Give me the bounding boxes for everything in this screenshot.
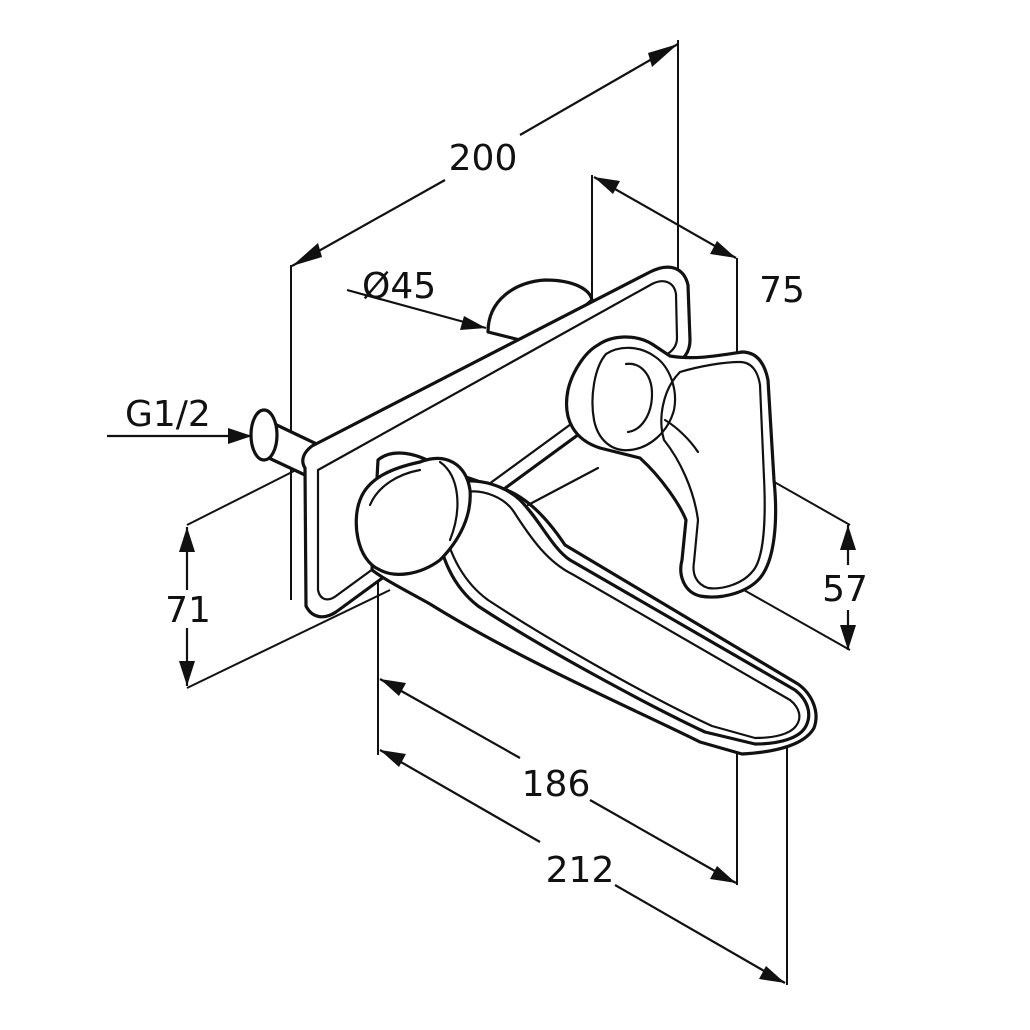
label-handle-height: 57 (822, 569, 868, 610)
label-inlet-thread: G1/2 (125, 394, 211, 435)
arrow-71-top (179, 527, 195, 552)
label-rosette-diameter: Ø45 (362, 266, 436, 307)
arrow-186-left (380, 679, 406, 696)
arrow-diameter (460, 316, 486, 330)
arrow-186-right (710, 866, 736, 883)
label-spout-projection-inner: 186 (522, 764, 591, 805)
arrow-212-left (380, 750, 406, 767)
rosette (486, 278, 594, 347)
arrow-200-right (648, 44, 678, 67)
handle (565, 335, 778, 599)
label-plate-width: 200 (449, 138, 518, 179)
dimension-arrows (179, 44, 856, 983)
arrow-212-right (759, 966, 785, 983)
arrow-57-bottom (840, 625, 856, 650)
arrow-57-top (840, 525, 856, 550)
arrow-75-right (710, 241, 736, 258)
arrow-75-left (594, 177, 620, 194)
label-spout-projection-total: 212 (546, 850, 615, 891)
arrow-200-left (292, 243, 322, 266)
dimension-labels: 200 Ø45 G1/2 75 71 57 186 212 (125, 138, 868, 891)
label-handle-depth: 75 (759, 270, 805, 311)
label-spout-height: 71 (165, 590, 211, 631)
spout (354, 451, 818, 756)
arrow-g12 (228, 428, 252, 444)
arrow-71-bottom (179, 661, 195, 686)
